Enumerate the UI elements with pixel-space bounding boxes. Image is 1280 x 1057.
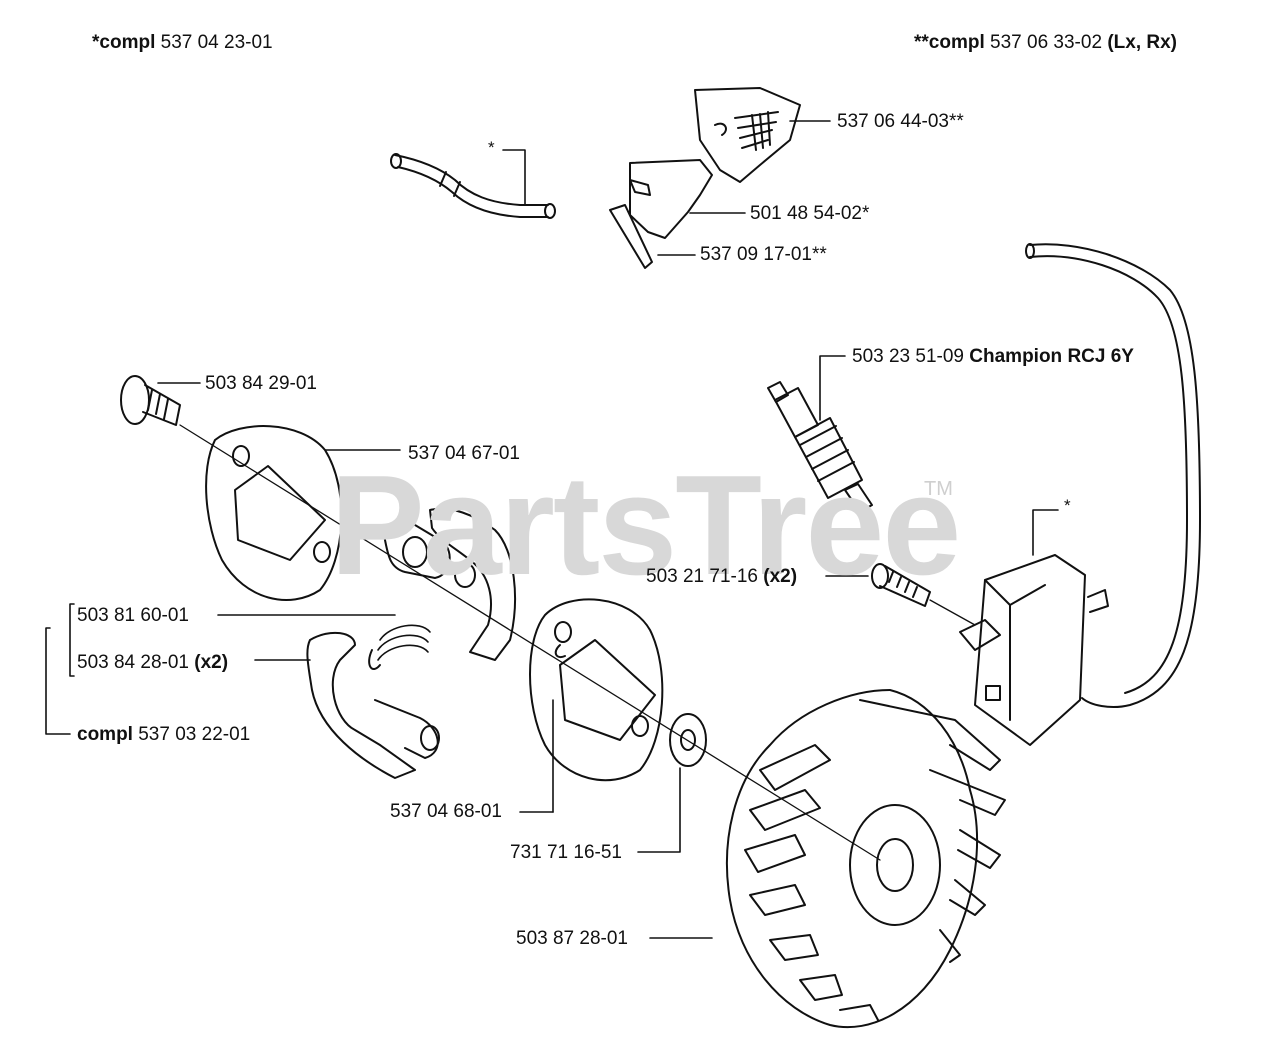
part-number: 537 06 44-03** bbox=[837, 111, 964, 132]
part-number: 503 23 51-09 bbox=[852, 346, 964, 367]
watermark-tm: TM bbox=[924, 478, 953, 500]
part-label-537064403: 537 06 44-03** bbox=[837, 111, 964, 133]
part-number: 537 09 17-01** bbox=[700, 244, 827, 265]
part-number: 537 03 22-01 bbox=[138, 724, 251, 745]
header-left-number: 537 04 23-01 bbox=[160, 32, 273, 53]
intake-cover-drawing bbox=[609, 87, 801, 269]
part-label-503842901: 503 84 29-01 bbox=[205, 373, 317, 395]
part-number: 503 84 28-01 bbox=[77, 652, 189, 673]
washer-drawing bbox=[669, 713, 707, 767]
part-number: 503 81 60-01 bbox=[77, 605, 189, 626]
part-label-503842801: 503 84 28-01 (x2) bbox=[77, 652, 228, 674]
clutch-shoes-drawing bbox=[306, 507, 516, 779]
part-label-503235109: 503 23 51-09 Champion RCJ 6Y bbox=[852, 346, 1134, 368]
part-label-537046801: 537 04 68-01 bbox=[390, 801, 502, 823]
cover-plate-drawing bbox=[205, 425, 343, 601]
part-number: 503 87 28-01 bbox=[516, 928, 628, 949]
part-number: 503 21 71-16 bbox=[646, 566, 758, 587]
part-label-501485402: 501 48 54-02* bbox=[750, 203, 869, 225]
screw-drawing bbox=[871, 563, 931, 607]
cover-plate-2-drawing bbox=[529, 598, 664, 782]
screw-axis-line bbox=[929, 599, 976, 626]
watermark: PartsTree bbox=[330, 446, 961, 605]
part-label-537091701: 537 09 17-01** bbox=[700, 244, 827, 266]
flywheel-drawing bbox=[725, 689, 1006, 1029]
fuel-hose-drawing bbox=[390, 153, 556, 219]
assembly-axis-line bbox=[179, 424, 881, 861]
part-compl: compl bbox=[77, 724, 133, 745]
part-number: 537 04 67-01 bbox=[408, 443, 520, 464]
header-right-number: 537 06 33-02 bbox=[990, 32, 1103, 53]
part-extra: (x2) bbox=[194, 652, 229, 673]
part-label-537046701: 537 04 67-01 bbox=[408, 443, 520, 465]
header-right-suffix: (Lx, Rx) bbox=[1107, 32, 1177, 53]
part-number: 731 71 16-51 bbox=[510, 842, 622, 863]
part-extra: (x2) bbox=[763, 566, 798, 587]
header-right-bold: **compl bbox=[914, 32, 985, 53]
fuel-hose-asterisk: * bbox=[488, 138, 495, 157]
part-label-537032201: compl 537 03 22-01 bbox=[77, 724, 250, 746]
bolt-drawing bbox=[120, 375, 181, 426]
ignition-module-asterisk: * bbox=[1064, 496, 1071, 515]
part-label-503816001: 503 81 60-01 bbox=[77, 605, 189, 627]
header-left-bold: *compl bbox=[92, 32, 156, 53]
part-number: 501 48 54-02* bbox=[750, 203, 870, 224]
header-left: *compl 537 04 23-01 bbox=[92, 32, 273, 54]
part-number: 503 84 29-01 bbox=[205, 373, 317, 394]
part-label-503217116: 503 21 71-16 (x2) bbox=[646, 566, 797, 588]
part-number: 537 04 68-01 bbox=[390, 801, 502, 822]
part-label-503872801: 503 87 28-01 bbox=[516, 928, 628, 950]
ignition-module-drawing bbox=[959, 243, 1201, 746]
spark-plug-drawing bbox=[767, 381, 873, 513]
header-right: **compl 537 06 33-02 (Lx, Rx) bbox=[914, 32, 1177, 54]
part-label-731711651: 731 71 16-51 bbox=[510, 842, 622, 864]
part-extra: Champion RCJ 6Y bbox=[969, 346, 1134, 367]
